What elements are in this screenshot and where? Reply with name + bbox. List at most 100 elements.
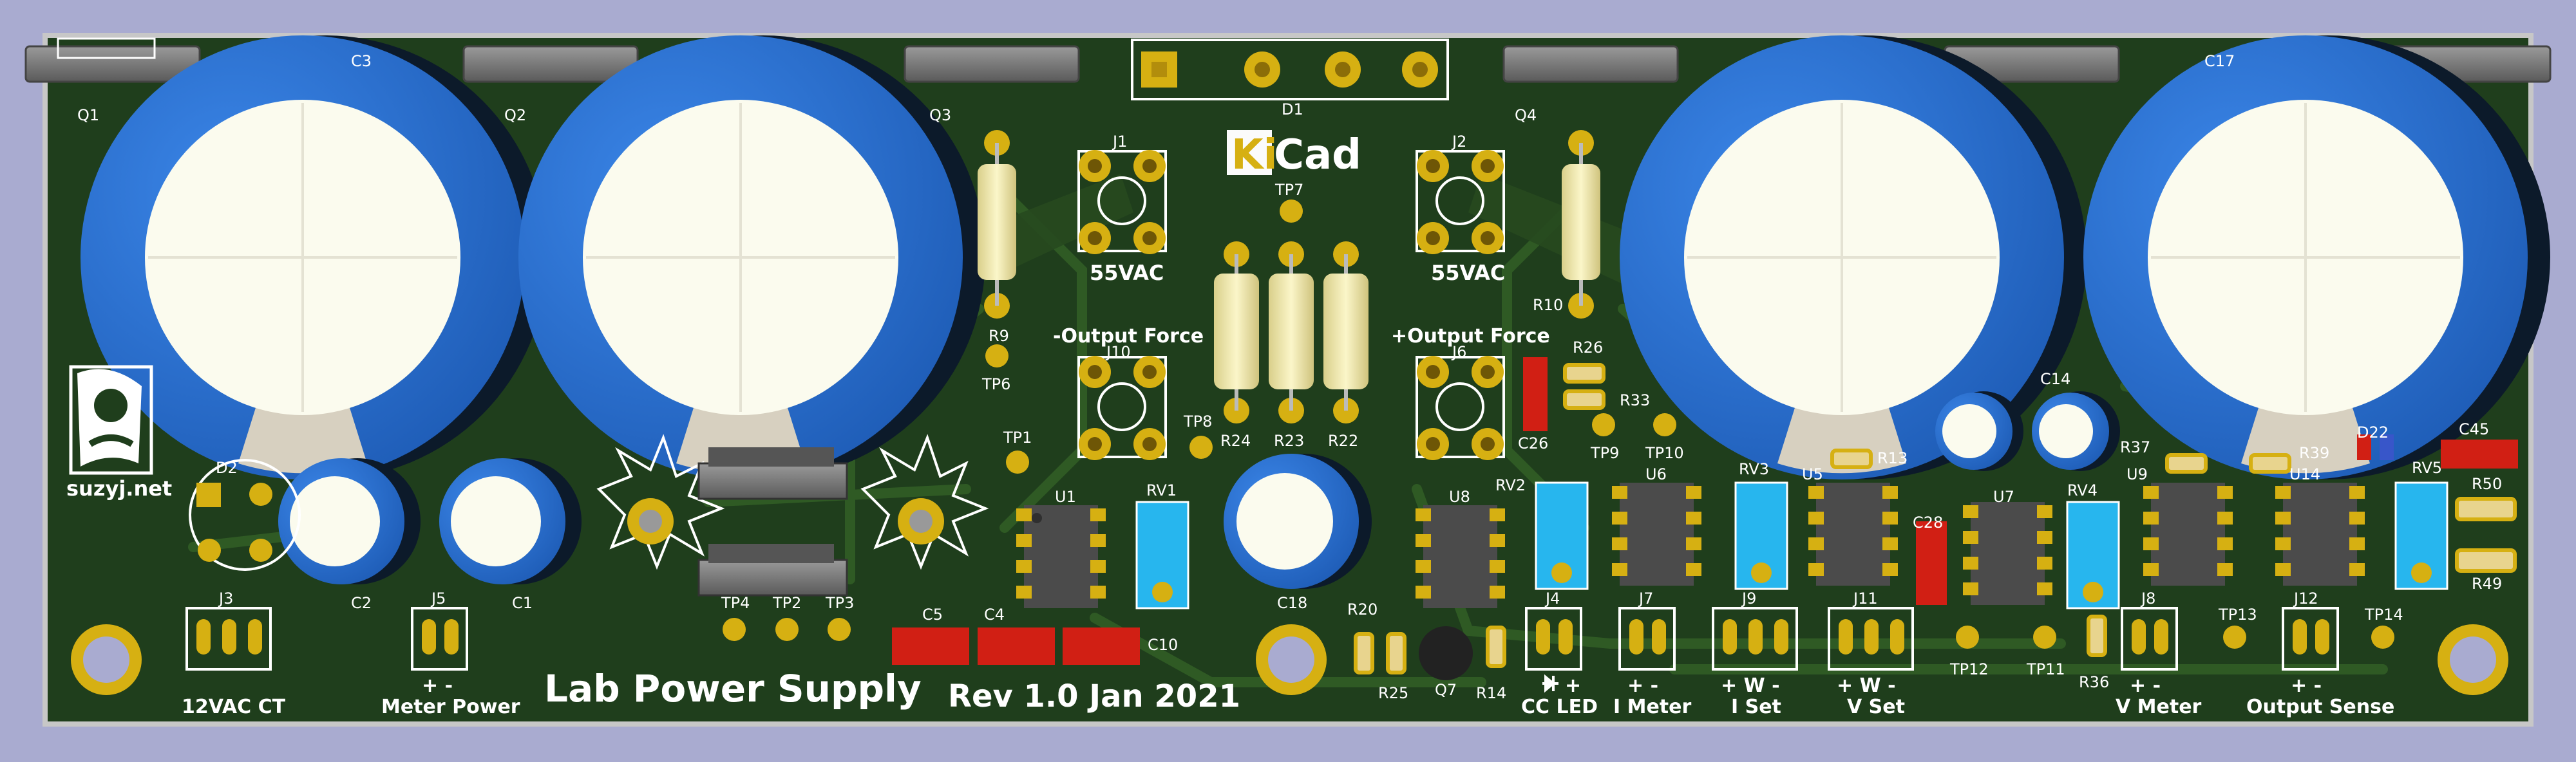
refdes-tp7: TP7 — [1274, 181, 1303, 199]
refdes-rv1: RV1 — [1146, 481, 1177, 499]
silk-j11-pins: + W - — [1837, 674, 1896, 697]
d1-bridge — [1131, 39, 1449, 100]
connector-j2 — [1416, 150, 1505, 254]
refdes-u5: U5 — [1802, 465, 1823, 483]
silk-j4-label: CC LED — [1521, 696, 1598, 718]
refdes-c5: C5 — [922, 606, 943, 624]
refdes-tp10: TP10 — [1645, 444, 1684, 462]
refdes-tp4: TP4 — [721, 594, 750, 612]
trimpot-rv3 — [1734, 481, 1788, 590]
silk-j6-label: +Output Force — [1391, 325, 1550, 348]
refdes-c3: C3 — [351, 52, 372, 70]
refdes-tp11: TP11 — [2026, 660, 2065, 678]
refdes-tp9: TP9 — [1590, 444, 1619, 462]
silk-j8-label: V Meter — [2116, 696, 2202, 718]
refdes-tp13: TP13 — [2218, 606, 2257, 624]
refdes-j5: J5 — [430, 590, 446, 608]
refdes-r14: R14 — [1476, 684, 1506, 702]
ic-u14 — [2275, 483, 2365, 586]
refdes-q2: Q2 — [504, 106, 526, 124]
refdes-j4: J4 — [1544, 590, 1560, 608]
resistor-r9 — [978, 130, 1016, 319]
refdes-u7: U7 — [1993, 488, 2014, 506]
silk-j3-label: 12VAC CT — [182, 696, 286, 718]
capacitor-c18 — [1224, 454, 1372, 589]
ic-u8 — [1416, 505, 1505, 608]
transistor-q7 — [1419, 626, 1473, 680]
refdes-d22: D22 — [2357, 423, 2389, 441]
refdes-d2: D2 — [216, 459, 238, 477]
refdes-c10: C10 — [1148, 636, 1178, 654]
heatsink-q3 — [904, 45, 1080, 83]
refdes-j7: J7 — [1638, 590, 1653, 608]
ic-u6 — [1612, 483, 1701, 586]
refdes-c1: C1 — [512, 594, 533, 612]
trimpot-rv4 — [2066, 501, 2120, 609]
silk-j7-pins: + - — [1627, 674, 1658, 697]
connector-j6 — [1416, 356, 1505, 460]
refdes-c26: C26 — [1518, 434, 1548, 452]
ic-u9 — [2143, 483, 2233, 586]
board-title: Lab Power Supply — [544, 667, 922, 711]
refdes-u1: U1 — [1055, 488, 1076, 506]
refdes-tp14: TP14 — [2364, 606, 2403, 624]
refdes-r37: R37 — [2120, 438, 2150, 456]
refdes-q7: Q7 — [1435, 681, 1457, 699]
test-points — [723, 200, 2394, 649]
refdes-c14: C14 — [2040, 370, 2070, 388]
ic-u5 — [1808, 483, 1898, 586]
website-label: suzyj.net — [66, 476, 172, 501]
refdes-rv4: RV4 — [2067, 481, 2098, 499]
refdes-r50: R50 — [2472, 475, 2502, 493]
resistor-r10 — [1562, 130, 1600, 319]
silk-j12-pins: + - — [2291, 674, 2322, 697]
refdes-r13: R13 — [1877, 449, 1908, 467]
refdes-q3: Q3 — [929, 106, 951, 124]
board-revision: Rev 1.0 Jan 2021 — [948, 678, 1240, 714]
capacitor-c3b — [518, 35, 985, 479]
refdes-tp2: TP2 — [772, 594, 801, 612]
refdes-c28: C28 — [1913, 514, 1943, 532]
silk-j12-label: Output Sense — [2246, 696, 2394, 718]
capacitor-c17a — [1620, 35, 2087, 479]
refdes-tp1: TP1 — [1003, 429, 1032, 447]
silkscreen-portrait — [69, 365, 153, 475]
capacitor-c17 — [2083, 35, 2550, 479]
refdes-r33: R33 — [1620, 391, 1650, 409]
ic-u7 — [1963, 502, 2052, 605]
refdes-u14: U14 — [2289, 465, 2320, 483]
refdes-j8: J8 — [2140, 590, 2155, 608]
silk-j9-pins: + W - — [1721, 674, 1780, 697]
silk-j8-pins: + - — [2130, 674, 2161, 697]
refdes-r10: R10 — [1533, 296, 1563, 314]
svg-text:Cad: Cad — [1274, 131, 1361, 179]
refdes-tp12: TP12 — [1949, 660, 1989, 678]
capacitor-c14a — [1935, 391, 2023, 471]
refdes-j1: J1 — [1112, 133, 1127, 151]
refdes-j3: J3 — [218, 590, 233, 608]
refdes-j12: J12 — [2293, 590, 2318, 608]
connector-j1 — [1077, 150, 1167, 254]
kicad-logo: Ki Cad — [1227, 130, 1361, 179]
resistor-r24 — [1214, 241, 1259, 423]
silk-j11-label: V Set — [1847, 696, 1905, 718]
refdes-r23: R23 — [1274, 432, 1304, 450]
capacitor-c2 — [278, 458, 421, 584]
refdes-j6: J6 — [1451, 343, 1466, 361]
refdes-j10: J10 — [1105, 343, 1131, 361]
refdes-c4: C4 — [984, 606, 1005, 624]
smd-caps — [892, 357, 2518, 665]
refdes-r20: R20 — [1347, 600, 1378, 618]
refdes-r9: R9 — [989, 327, 1009, 345]
heatsink-q4 — [1502, 45, 1679, 83]
refdes-c45: C45 — [2459, 420, 2489, 438]
refdes-c17: C17 — [2204, 52, 2235, 70]
refdes-c2: C2 — [351, 594, 372, 612]
capacitor-c3 — [80, 35, 547, 479]
refdes-u6: U6 — [1645, 465, 1667, 483]
silk-j10-label: -Output Force — [1053, 325, 1204, 348]
refdes-d1: D1 — [1282, 100, 1303, 118]
refdes-r22: R22 — [1328, 432, 1358, 450]
silk-j9-label: I Set — [1731, 696, 1781, 718]
